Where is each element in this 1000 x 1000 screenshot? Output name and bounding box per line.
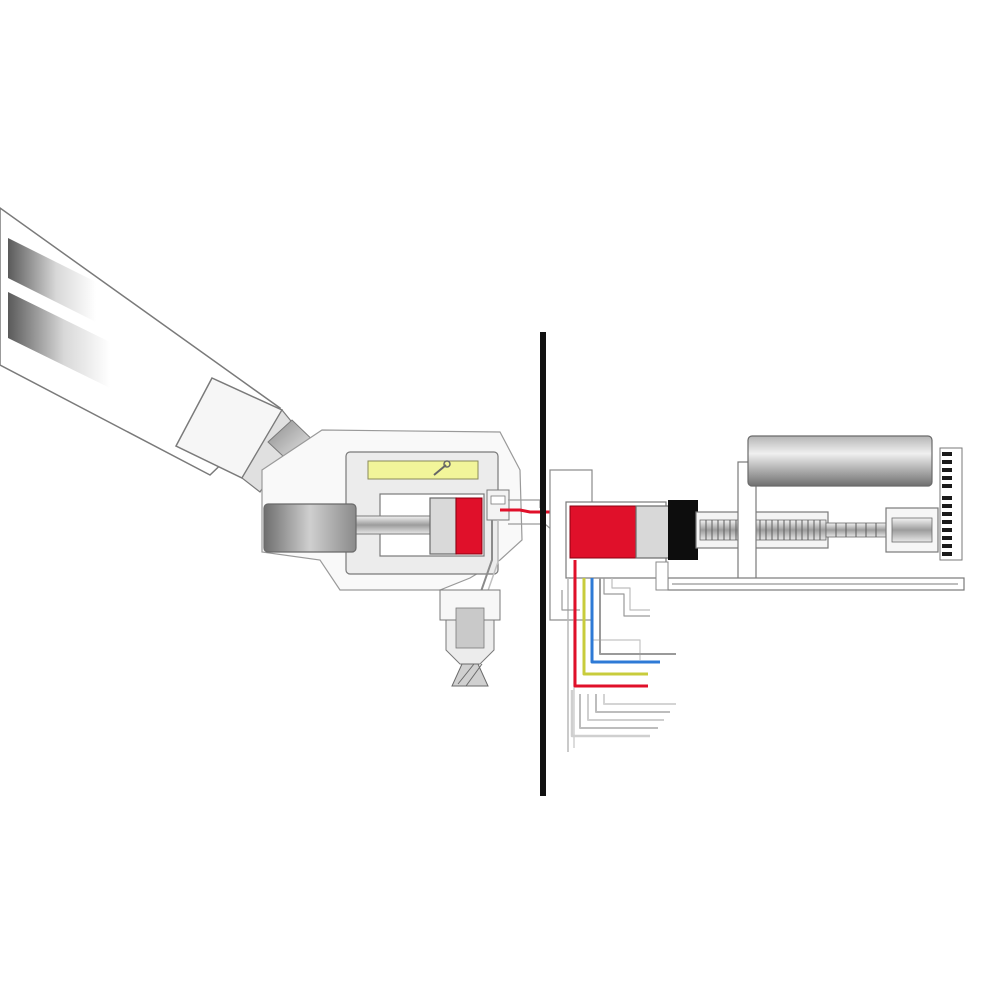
- mounting-panel: [540, 332, 546, 796]
- indicator-strip: [367, 460, 479, 480]
- wrench-icon: [433, 460, 451, 476]
- right-actuator: [549, 435, 965, 621]
- gear-rack: [942, 452, 952, 556]
- gripper-head: [261, 429, 523, 687]
- hose-bundle: [561, 560, 676, 752]
